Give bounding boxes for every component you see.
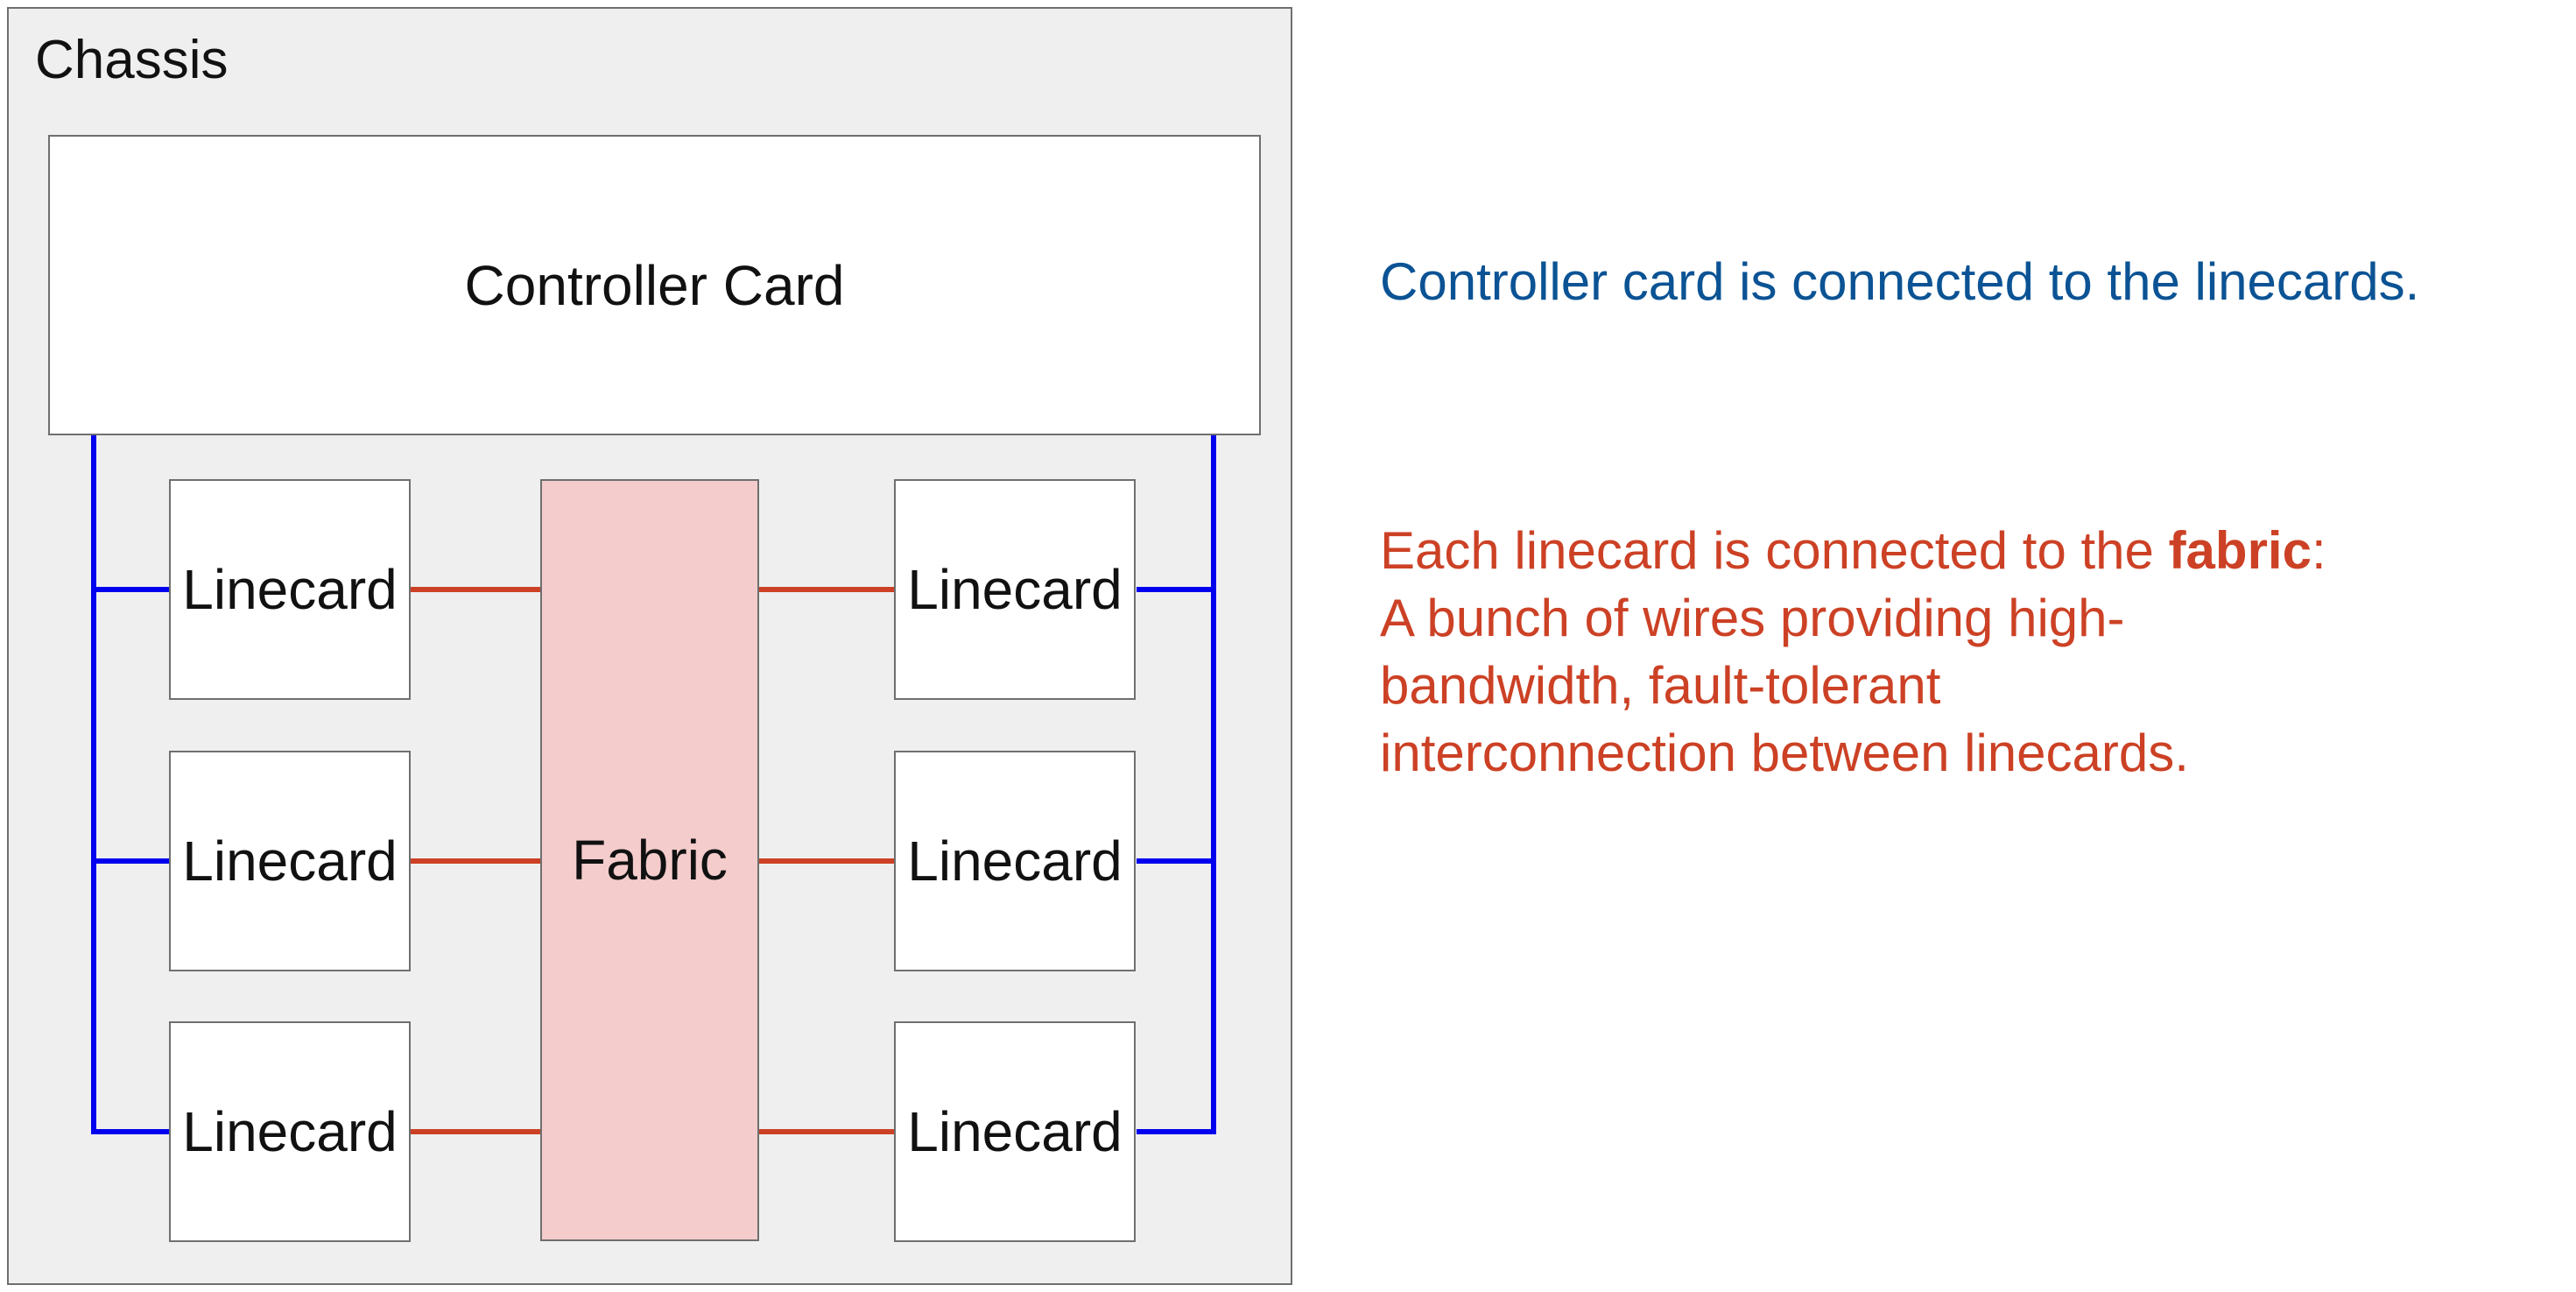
- fabric-note-line-2: A bunch of wires providing high-: [1380, 589, 2125, 647]
- linecard-left-3: Linecard: [169, 1021, 411, 1242]
- fabric-note-bold: fabric: [2168, 521, 2312, 580]
- chassis-diagram: Chassis Controller Card Linecar: [7, 7, 1292, 1285]
- fabric-note-suffix: :: [2311, 521, 2326, 580]
- chassis-label: Chassis: [35, 30, 229, 90]
- linecard-right-3: Linecard: [894, 1021, 1136, 1242]
- controller-card-label: Controller Card: [464, 253, 845, 317]
- linecard-left-1: Linecard: [169, 479, 411, 700]
- linecard-label: Linecard: [907, 1100, 1123, 1163]
- linecard-left-2: Linecard: [169, 751, 411, 971]
- linecard-label: Linecard: [907, 830, 1123, 893]
- linecard-label: Linecard: [182, 830, 398, 893]
- linecard-label: Linecard: [907, 558, 1123, 621]
- fabric-note-line-3: bandwidth, fault-tolerant: [1380, 656, 1941, 715]
- linecard-right-1: Linecard: [894, 479, 1136, 700]
- controller-note: Controller card is connected to the line…: [1380, 252, 2420, 311]
- fabric-label: Fabric: [572, 829, 728, 892]
- linecard-label: Linecard: [182, 558, 398, 621]
- controller-card: Controller Card: [48, 135, 1261, 435]
- fabric-note: Each linecard is connected to the fabric…: [1380, 517, 2326, 787]
- fabric-note-prefix: Each linecard is connected to the: [1380, 521, 2169, 580]
- linecard-right-2: Linecard: [894, 751, 1136, 971]
- fabric-note-line-1: Each linecard is connected to the fabric…: [1380, 517, 2326, 584]
- fabric: Fabric: [540, 479, 759, 1241]
- fabric-note-line-4: interconnection between linecards.: [1380, 724, 2189, 782]
- linecard-label: Linecard: [182, 1100, 398, 1163]
